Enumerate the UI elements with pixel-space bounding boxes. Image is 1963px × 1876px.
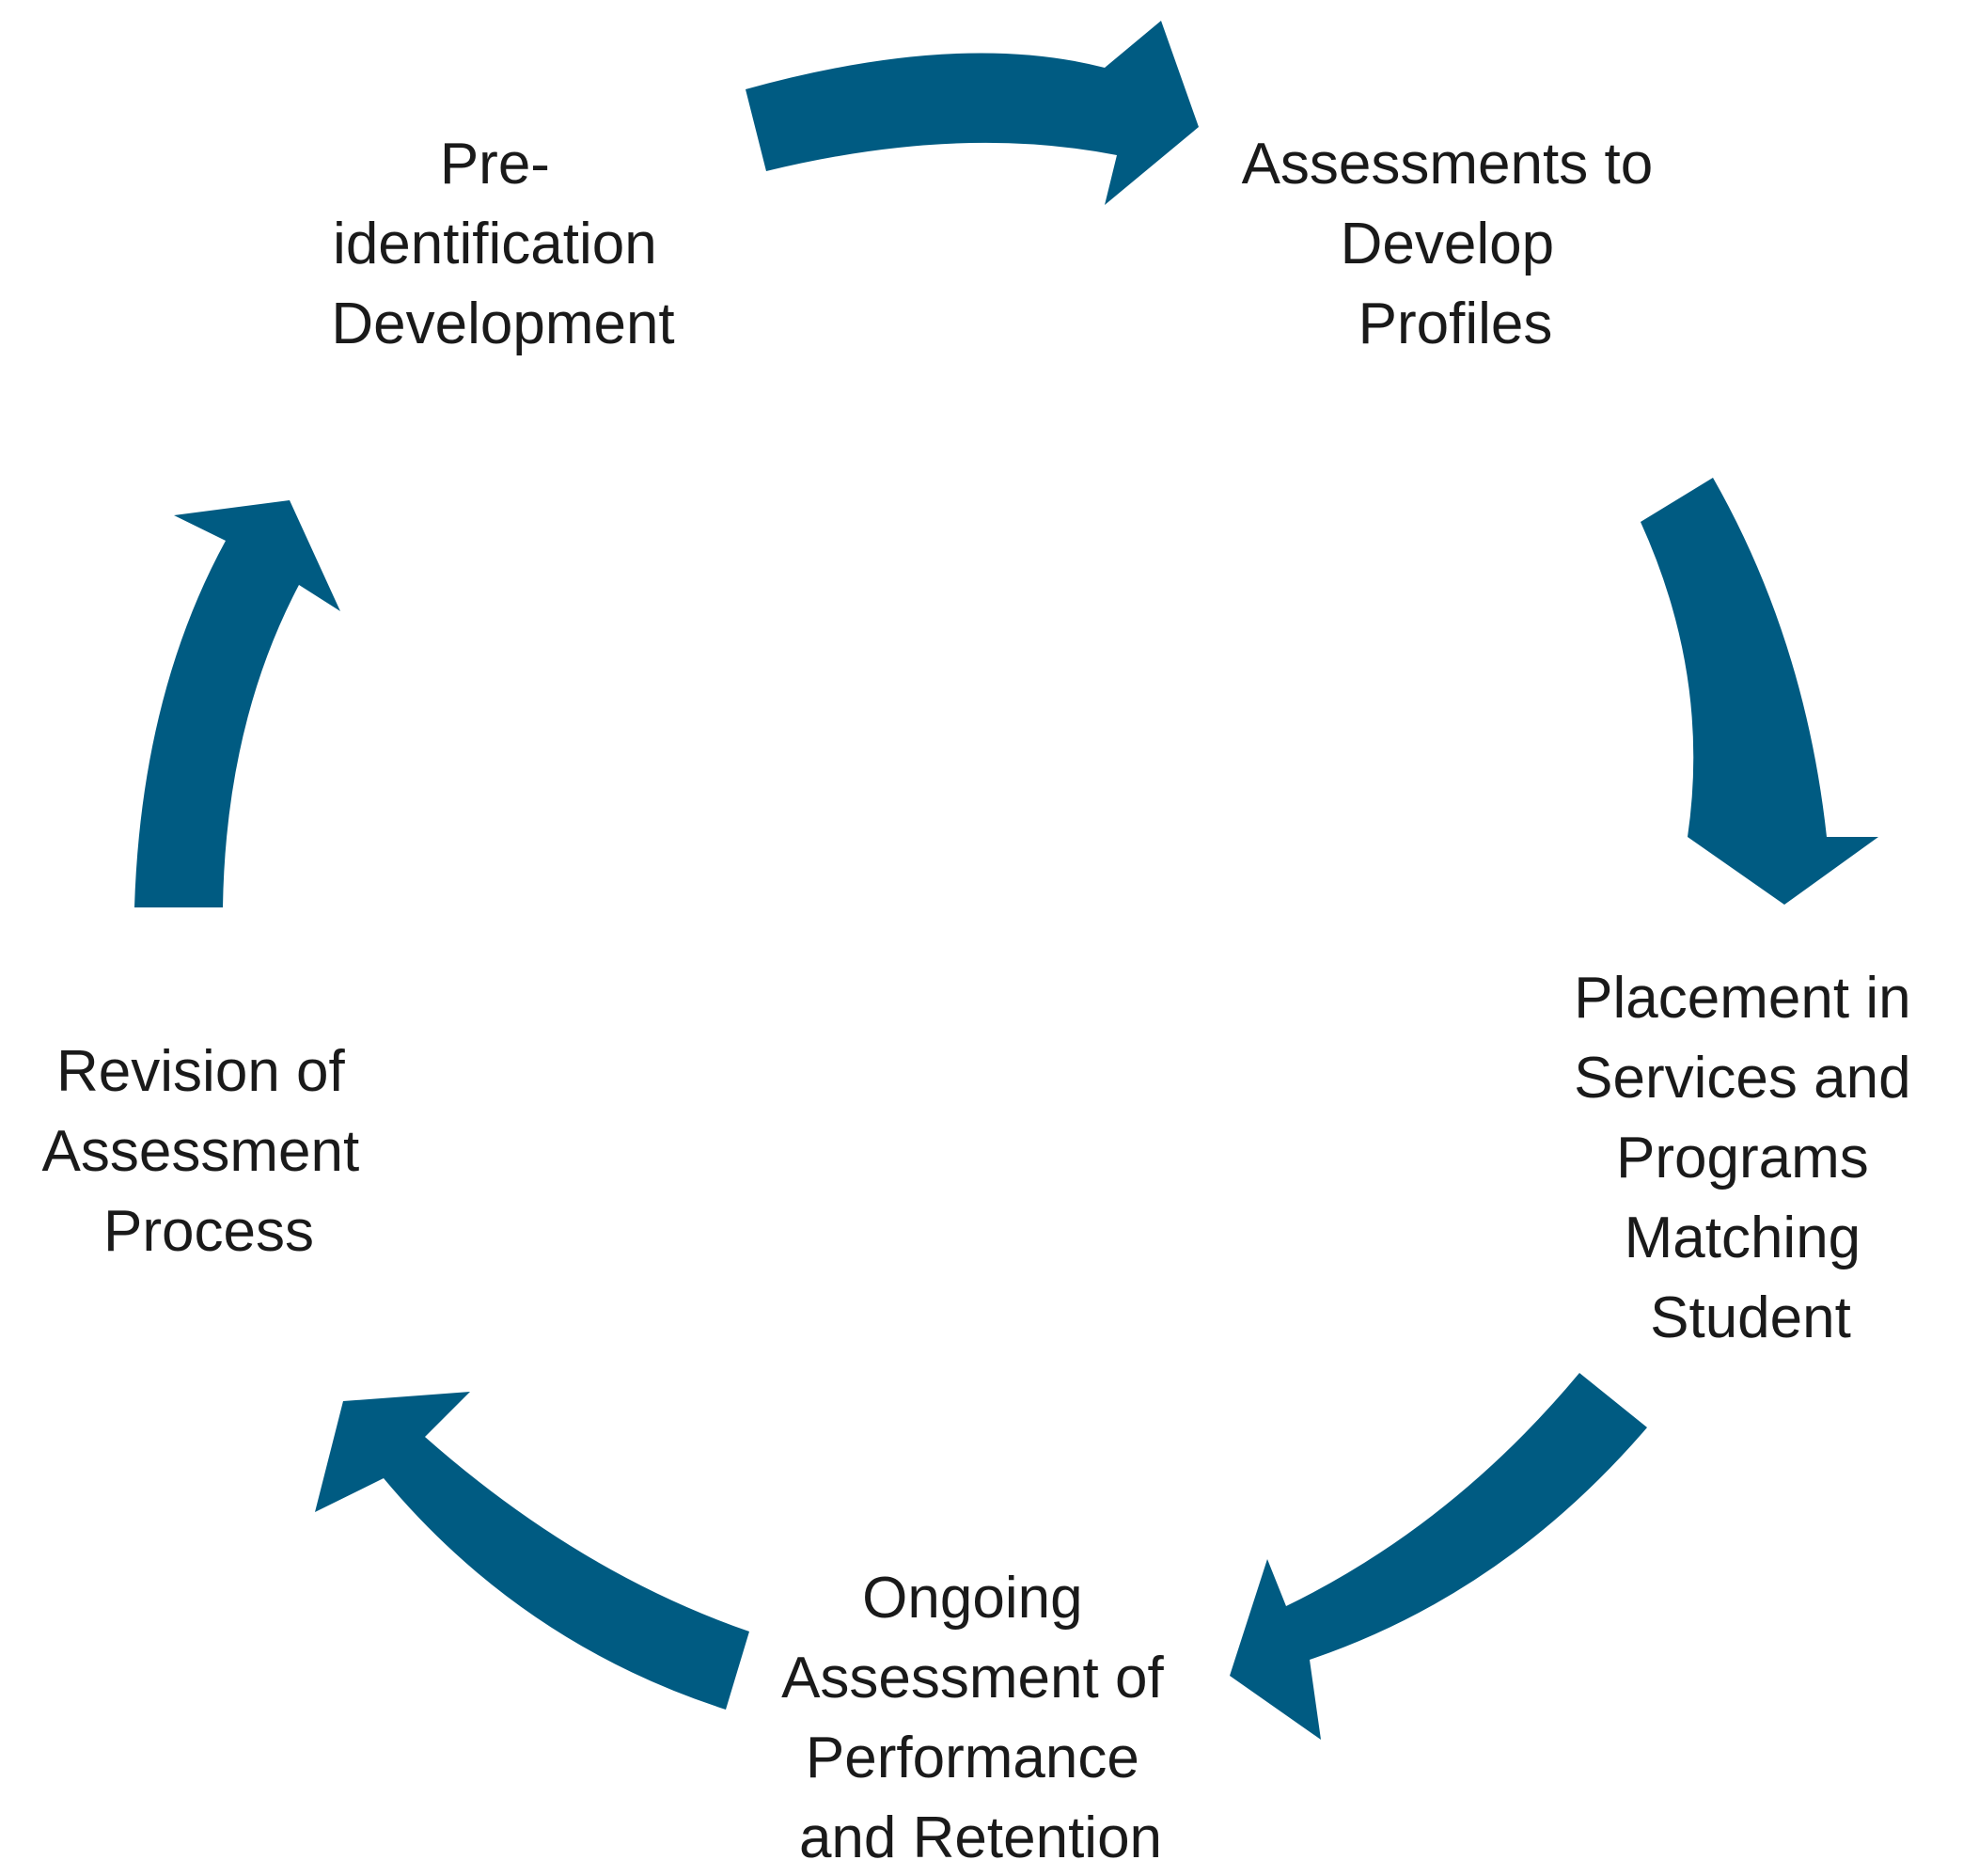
arrow-pre-to-assessments [746, 21, 1199, 205]
arrow-ongoing-to-revision [315, 1392, 749, 1710]
arrow-assessments-to-placement [1641, 478, 1878, 905]
stage-pre-identification: Pre- identification Development [331, 132, 674, 356]
arrow-placement-to-ongoing [1230, 1373, 1647, 1740]
stage-placement: Placement in Services and Programs Match… [1574, 966, 1927, 1350]
arrow-revision-to-pre [134, 500, 340, 907]
stage-revision: Revision of Assessment Process [42, 1039, 376, 1264]
stage-assessments: Assessments to Develop Profiles [1242, 132, 1670, 356]
stage-ongoing: Ongoing Assessment of Performance and Re… [781, 1566, 1180, 1870]
